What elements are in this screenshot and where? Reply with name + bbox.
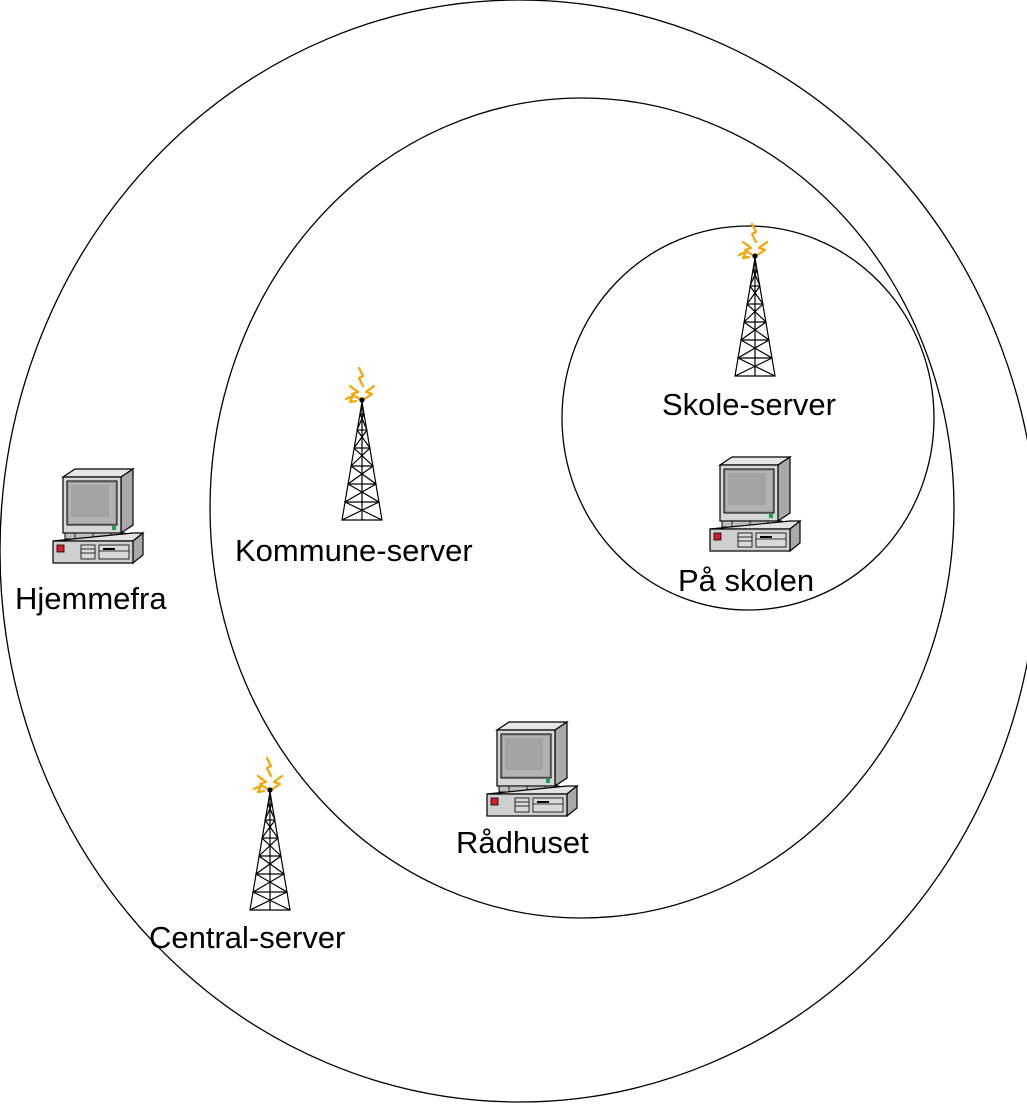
zone-skole bbox=[561, 225, 935, 611]
desktop-computer-icon bbox=[486, 721, 578, 817]
hjemmefra-label: Hjemmefra bbox=[15, 581, 167, 616]
central-server-label: Central-server bbox=[149, 920, 346, 955]
radhuset-label: Rådhuset bbox=[456, 825, 589, 860]
desktop-computer-icon bbox=[52, 468, 144, 564]
kommune-server-label: Kommune-server bbox=[235, 533, 473, 568]
radio-tower-icon bbox=[340, 366, 384, 522]
radio-tower-icon bbox=[733, 222, 777, 378]
zone-kommune bbox=[209, 97, 955, 919]
desktop-computer-icon bbox=[709, 456, 801, 552]
radio-tower-icon bbox=[248, 756, 292, 912]
skole-server-label: Skole-server bbox=[662, 387, 836, 422]
pa-skolen-label: På skolen bbox=[678, 563, 815, 598]
